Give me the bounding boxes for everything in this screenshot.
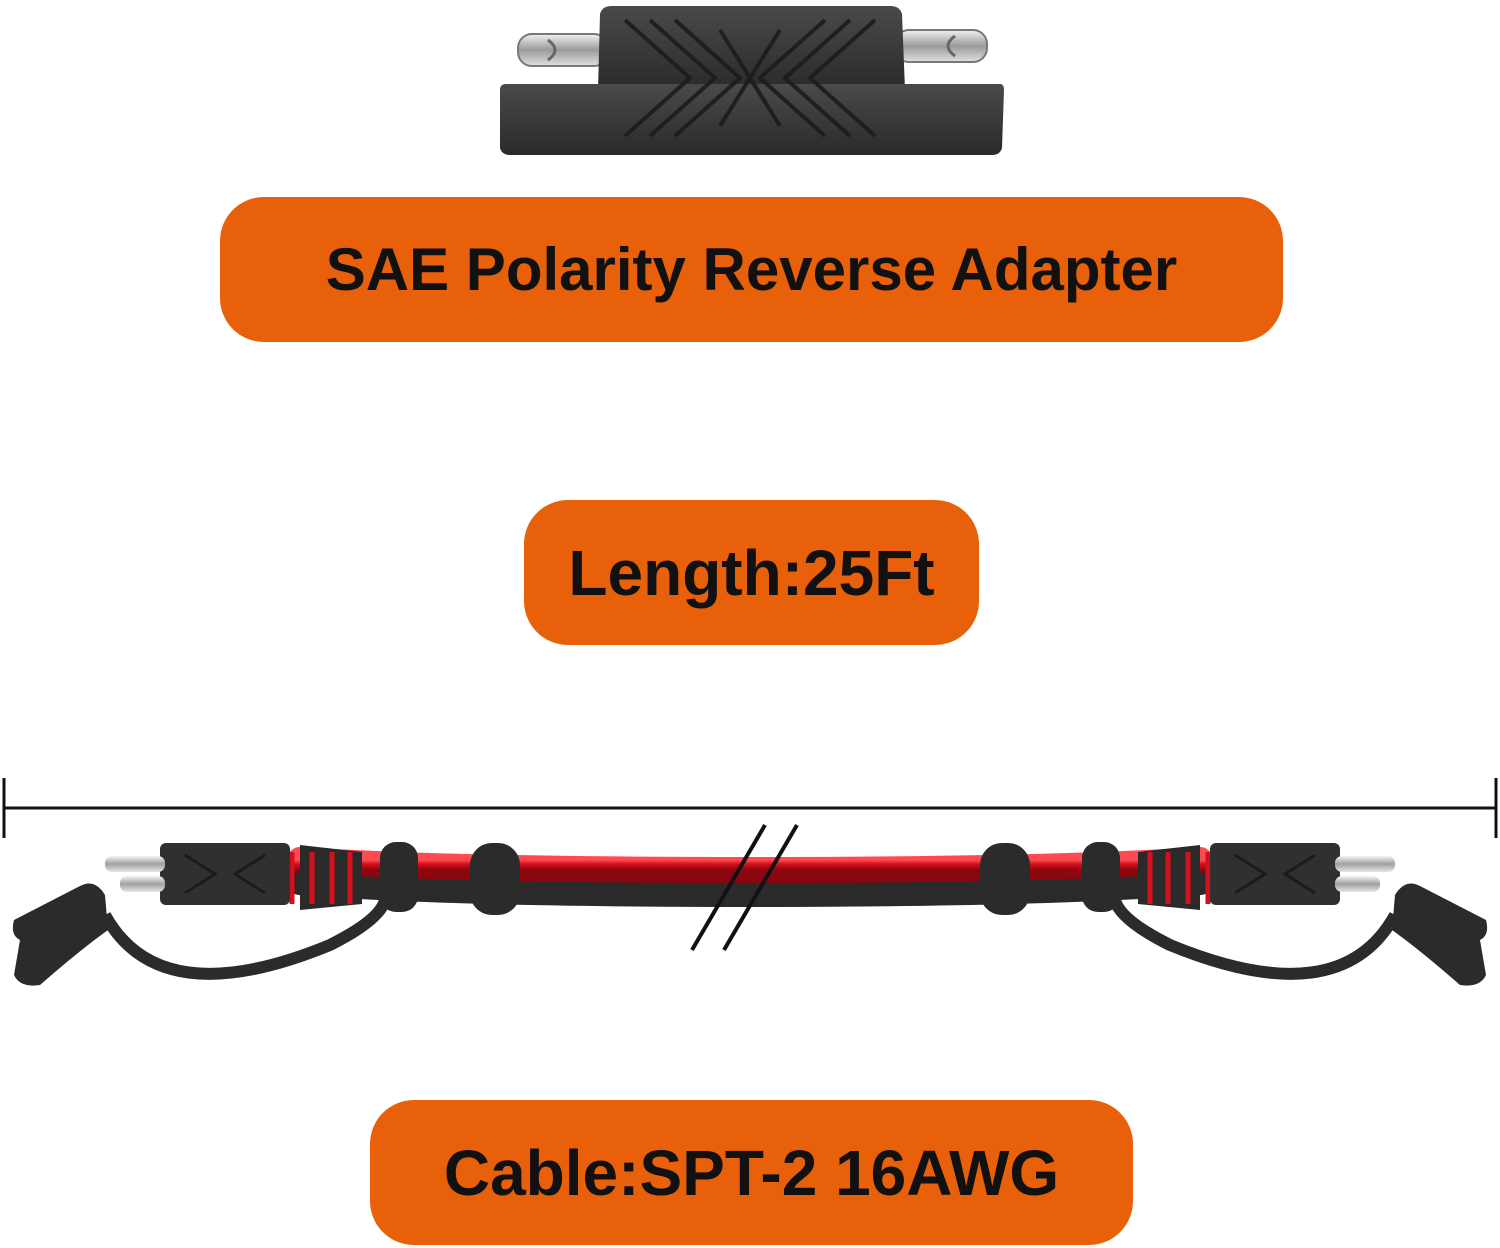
length-measure-line (2, 778, 1498, 838)
length-text: Length:25Ft (568, 536, 935, 609)
right-sae-connector (1109, 843, 1488, 986)
adapter-title-label: SAE Polarity Reverse Adapter (220, 197, 1283, 342)
left-sae-connector (12, 843, 391, 986)
cable-spec-label: Cable:SPT-2 16AWG (370, 1100, 1133, 1245)
adapter-left-pin (517, 33, 609, 67)
cable-clips (380, 842, 1120, 915)
sae-adapter-image (500, 6, 1004, 155)
cable-red-wire (287, 847, 1213, 884)
cable-spec-text: Cable:SPT-2 16AWG (443, 1136, 1060, 1209)
adapter-body-lower (500, 84, 1004, 155)
cable-black-wire (285, 865, 1215, 908)
adapter-right-pin (894, 29, 988, 63)
adapter-grip-texture (623, 18, 877, 138)
cable-break-mark (690, 823, 799, 952)
adapter-title-text: SAE Polarity Reverse Adapter (325, 236, 1178, 303)
length-label: Length:25Ft (524, 500, 979, 645)
adapter-body-upper (598, 6, 905, 90)
